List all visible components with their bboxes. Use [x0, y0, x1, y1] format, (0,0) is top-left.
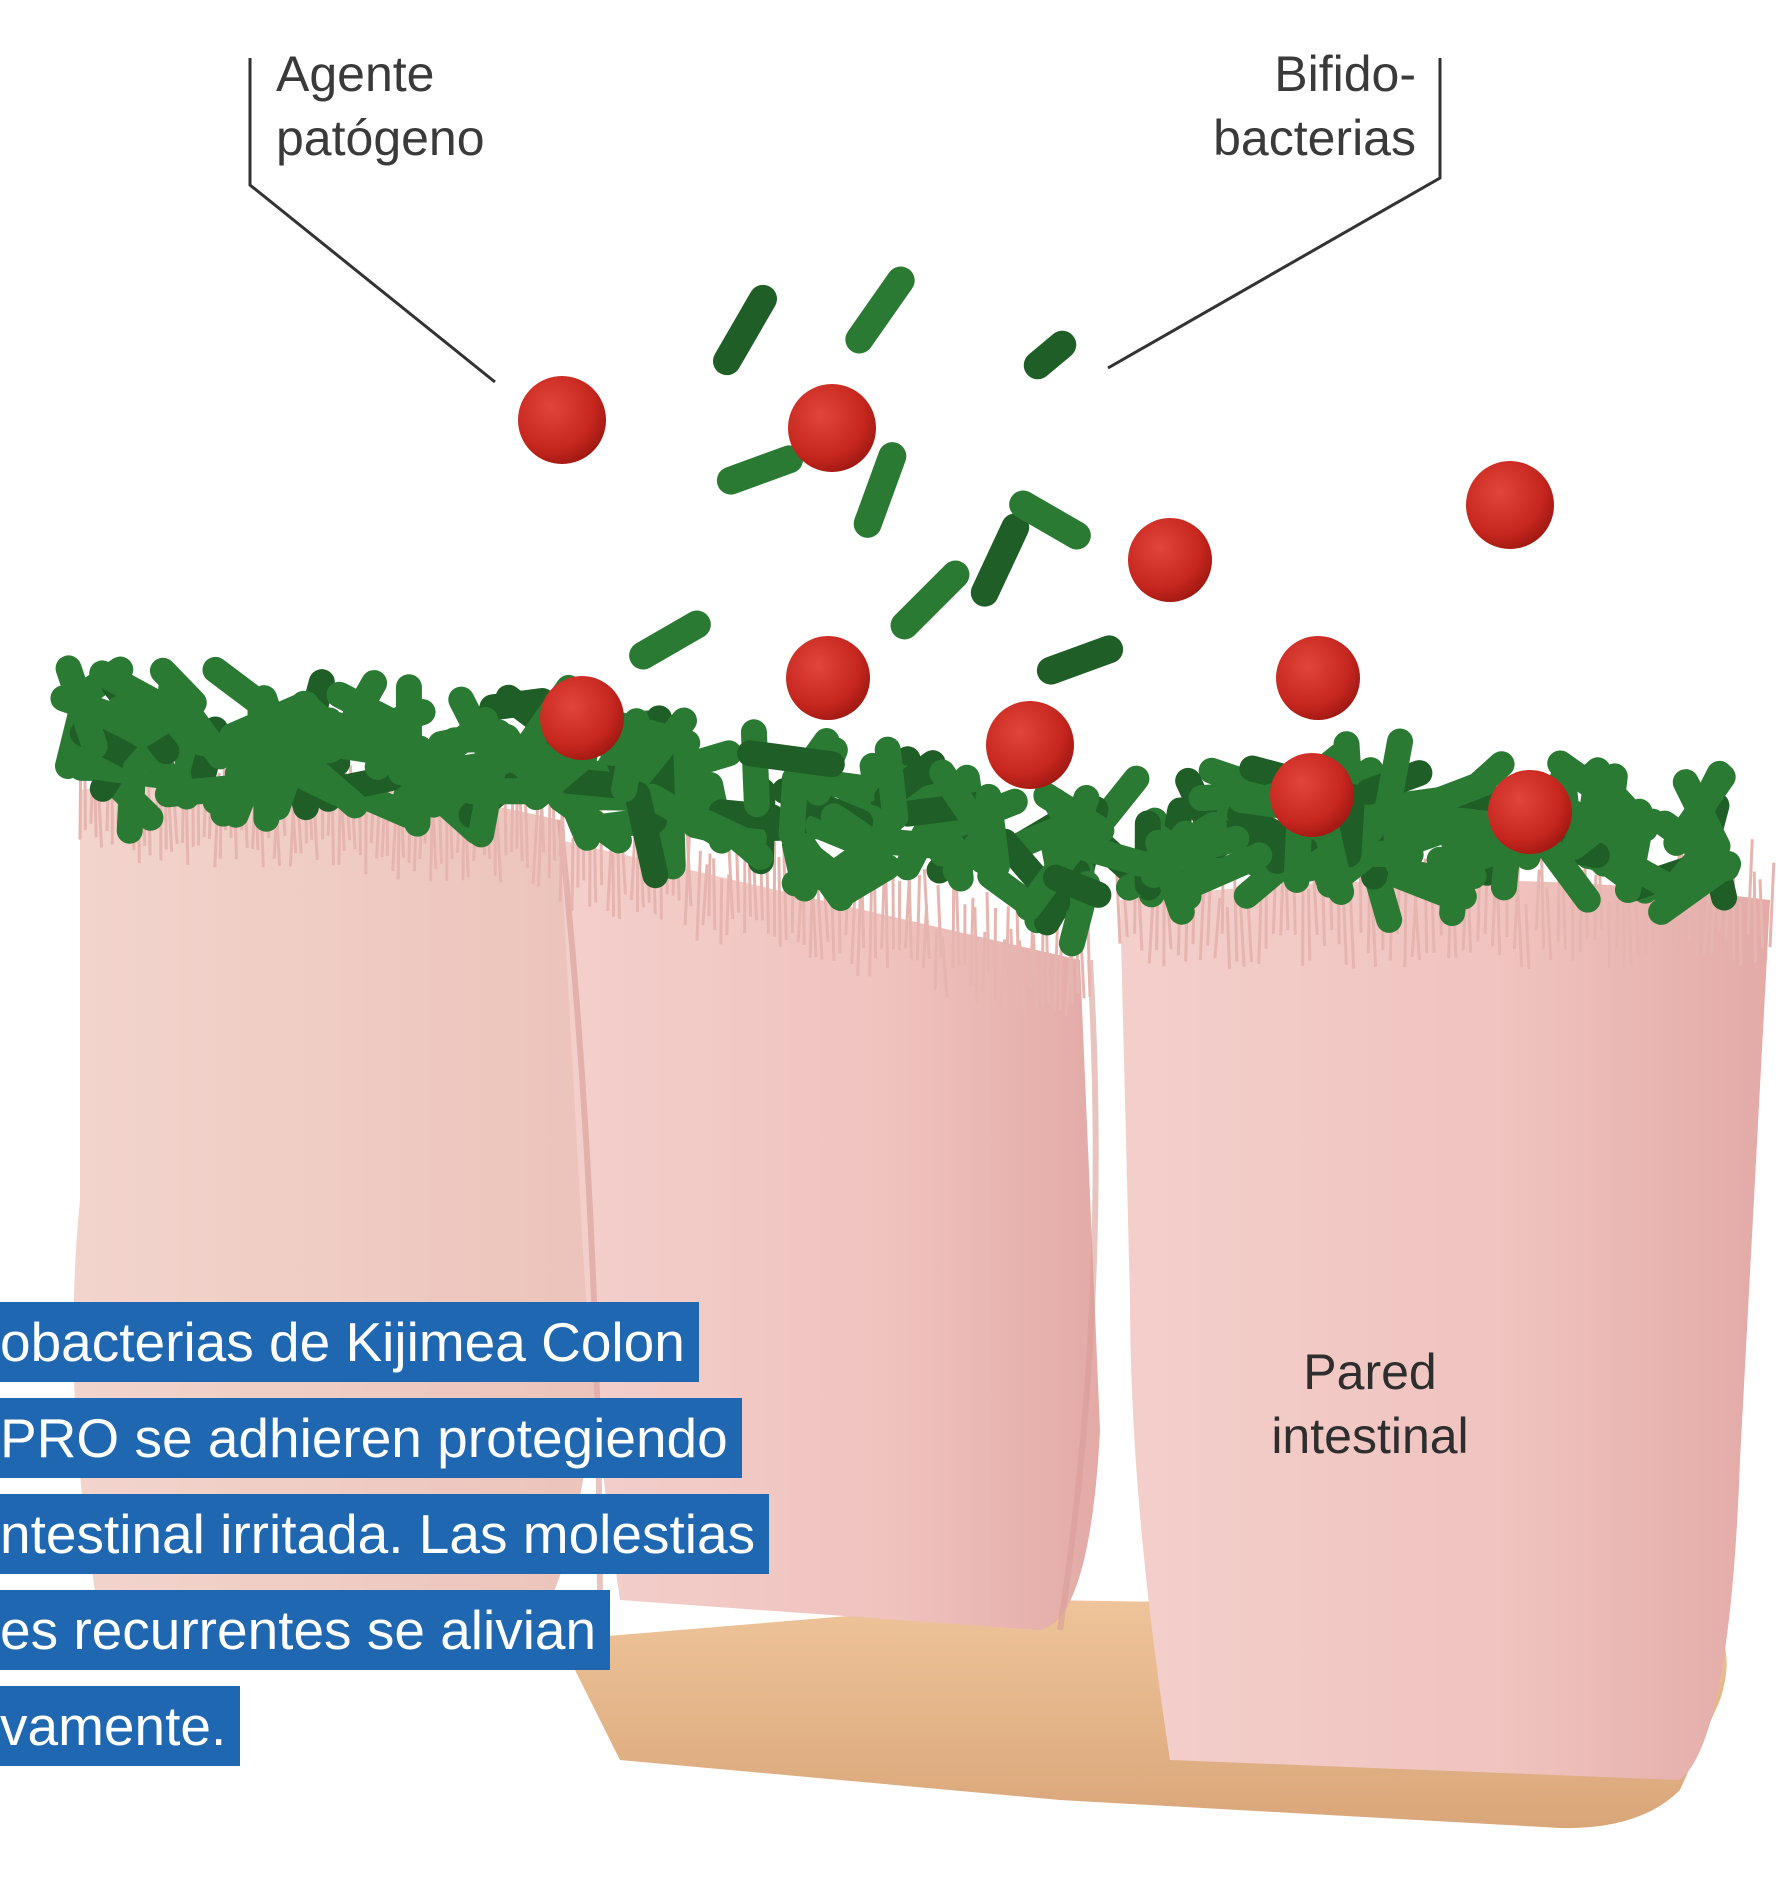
pathogen-cell [1128, 518, 1212, 602]
caption-line: ntestinal irritada. Las molestias [0, 1494, 769, 1574]
microvillus [886, 883, 888, 968]
microvillus [893, 874, 894, 949]
microvillus [1740, 902, 1741, 965]
intestinal-wall-label-line: Pared [1240, 1340, 1500, 1404]
microvillus [714, 858, 715, 930]
intestinal-wall-label: Pared intestinal [1240, 1340, 1500, 1468]
microvillus [613, 853, 614, 916]
microvillus [80, 775, 81, 840]
microvillus [1303, 885, 1304, 966]
pathogen-cell [786, 636, 870, 720]
microvillus [1542, 851, 1544, 949]
pathogen-cell [788, 384, 876, 472]
pathogen-cell [1276, 636, 1360, 720]
microvillus [1011, 929, 1013, 1005]
bifidobacterium [778, 769, 809, 848]
pathogen-cell [1488, 770, 1572, 854]
caption-line: es recurrentes se alivian [0, 1590, 610, 1670]
microvillus [953, 884, 954, 968]
pathogen-cell [986, 701, 1074, 789]
microvillus [727, 874, 729, 935]
microvillus [987, 892, 989, 972]
microvillus [971, 898, 973, 986]
bifidobacterium [1018, 325, 1082, 385]
pathogen-label-line: patógeno [276, 106, 485, 170]
pathogen-label: Agente patógeno [276, 42, 485, 170]
caption-line: vamente. [0, 1686, 240, 1766]
bifidobacterium [1441, 816, 1468, 908]
bifidobacterium [840, 261, 920, 359]
microvillus [618, 849, 620, 919]
microvillus [709, 854, 710, 917]
bifidobacterium [966, 509, 1034, 611]
microvillus [431, 815, 433, 881]
microvillus [870, 882, 872, 977]
microvillus [1308, 889, 1309, 961]
bifidobacterium [1033, 631, 1127, 688]
bifidobacterium [624, 605, 716, 674]
microvillus [975, 907, 977, 1002]
caption-box: obacterias de Kijimea Colon PRO se adhie… [0, 1302, 880, 1782]
bifidobacterium [713, 441, 807, 498]
microvillus [560, 831, 562, 902]
microvillus [1060, 949, 1061, 1011]
microvillus [1609, 901, 1610, 968]
microvillus [935, 929, 937, 989]
pathogen-cell [1466, 461, 1554, 549]
bifidobacteria-label-line: Bifido- [1180, 42, 1416, 106]
epithelial-cell-right [1120, 880, 1770, 1780]
bifidobacteria-label-line: bacterias [1180, 106, 1416, 170]
microvillus [1770, 863, 1774, 947]
microvillus [1754, 871, 1755, 962]
microvillus [832, 900, 834, 961]
bifidobacterium [404, 735, 433, 837]
intestinal-wall-label-line: intestinal [1240, 1404, 1500, 1468]
microvillus [1007, 906, 1009, 978]
pathogen-cell [1270, 753, 1354, 837]
pathogen-label-line: Agente [276, 42, 485, 106]
microvillus [995, 908, 996, 999]
microvillus [595, 839, 596, 902]
caption-line: obacterias de Kijimea Colon [0, 1302, 699, 1382]
microvillus [779, 857, 780, 947]
microvillus [572, 838, 573, 911]
pathogen-cell [518, 376, 606, 464]
pathogen-cell [540, 676, 624, 760]
microvillus [721, 879, 722, 945]
bifidobacterium [708, 280, 782, 381]
microvillus [1360, 868, 1361, 933]
bifidobacterium [885, 555, 976, 646]
bifidobacteria-label: Bifido- bacterias [1180, 42, 1416, 170]
caption-line: PRO se adhieren protegiendo [0, 1398, 742, 1478]
microvillus [983, 932, 985, 993]
